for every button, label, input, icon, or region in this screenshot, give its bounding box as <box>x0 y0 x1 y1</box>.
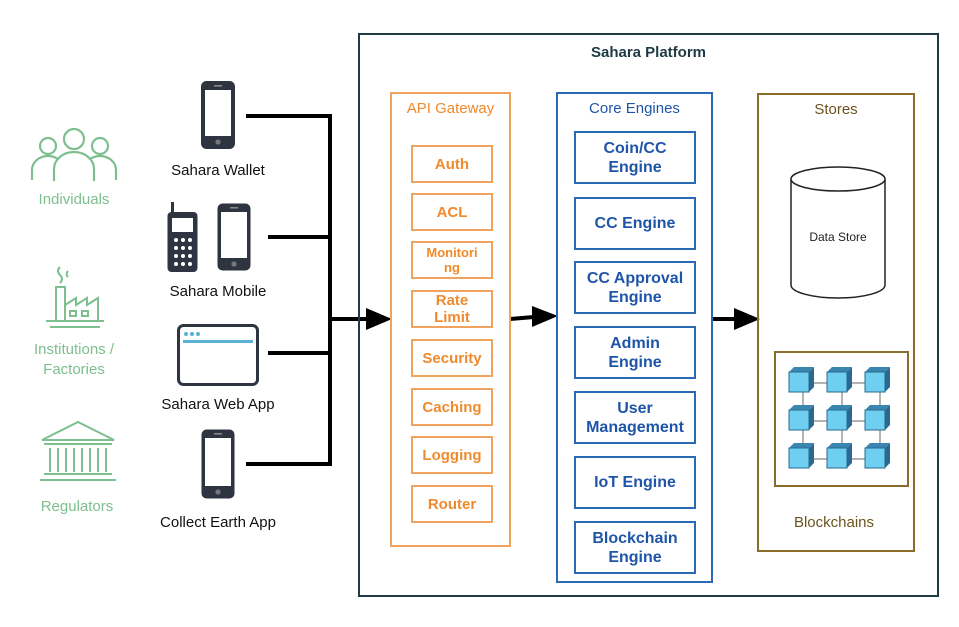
actor-label-regulators: Regulators <box>40 498 114 515</box>
gateway-rate-limit: Rate Limit <box>411 290 493 328</box>
browser-window-icon <box>177 324 259 386</box>
engine-admin: Admin Engine <box>574 326 696 379</box>
smartphone-icon <box>201 81 235 149</box>
blockchains-label: Blockchains <box>793 514 875 531</box>
engine-cc-approval: CC Approval Engine <box>574 261 696 314</box>
connector-mobile <box>268 235 332 239</box>
connector-collect <box>246 462 332 466</box>
blockchains-box <box>774 351 909 487</box>
platform-title: Sahara Platform <box>590 44 707 61</box>
sahara-platform-container <box>358 33 939 597</box>
api-gateway-column: API Gateway Auth ACL Monitori ng Rate Li… <box>390 92 511 547</box>
engine-blockchain: Blockchain Engine <box>574 521 696 574</box>
actor-label-individuals: Individuals <box>38 191 110 208</box>
core-engines-title: Core Engines <box>589 100 680 117</box>
client-label-wallet: Sahara Wallet <box>171 162 265 179</box>
engine-coin-cc: Coin/CC Engine <box>574 131 696 184</box>
database-cylinder-icon <box>790 166 886 299</box>
api-gateway-title: API Gateway <box>406 100 495 117</box>
client-collect: Collect Earth App <box>150 428 290 538</box>
block-cube <box>788 367 814 393</box>
gateway-security: Security <box>411 339 493 377</box>
block-cube <box>864 443 890 469</box>
block-cube <box>864 367 890 393</box>
people-icon <box>30 127 118 181</box>
gateway-auth: Auth <box>411 145 493 183</box>
connector-webapp <box>268 351 332 355</box>
gateway-caching: Caching <box>411 388 493 426</box>
arrow-to-gateway <box>330 308 392 330</box>
block-cube <box>788 443 814 469</box>
stores-column: Stores Data Store Blockchains <box>757 93 915 552</box>
stores-title: Stores <box>814 101 858 118</box>
block-cube <box>788 405 814 431</box>
government-building-icon <box>40 420 116 481</box>
engine-iot: IoT Engine <box>574 456 696 509</box>
engine-cc: CC Engine <box>574 197 696 250</box>
engine-user-management: User Management <box>574 391 696 444</box>
block-cube <box>864 405 890 431</box>
client-label-mobile: Sahara Mobile <box>169 283 267 300</box>
block-cube <box>826 405 852 431</box>
actor-label-institutions: Institutions / Factories <box>33 341 115 378</box>
client-webapp: Sahara Web App <box>150 322 290 422</box>
factory-icon <box>46 266 104 328</box>
client-label-webapp: Sahara Web App <box>161 396 275 413</box>
actor-institutions: Institutions / Factories <box>22 263 126 383</box>
client-mobile: Sahara Mobile <box>150 200 290 305</box>
smartphone-icon <box>217 203 251 271</box>
block-cube <box>826 443 852 469</box>
connector-wallet <box>246 114 332 118</box>
blockchain-grid-icon <box>788 367 890 469</box>
smartphone-icon <box>201 429 235 499</box>
client-label-collect: Collect Earth App <box>160 514 276 531</box>
data-store-label: Data Store <box>809 230 867 244</box>
block-cube <box>826 367 852 393</box>
connector-trunk <box>328 114 332 466</box>
actor-regulators: Regulators <box>22 418 132 518</box>
gateway-acl: ACL <box>411 193 493 231</box>
actor-individuals: Individuals <box>22 124 126 214</box>
gateway-logging: Logging <box>411 436 493 474</box>
arrow-to-engines <box>510 306 558 327</box>
feature-phone-icon <box>167 202 198 272</box>
gateway-monitoring: Monitori ng <box>411 241 493 279</box>
arrow-to-stores <box>712 308 760 330</box>
client-wallet: Sahara Wallet <box>150 80 290 180</box>
gateway-router: Router <box>411 485 493 523</box>
core-engines-column: Core Engines Coin/CC Engine CC Engine CC… <box>556 92 713 583</box>
